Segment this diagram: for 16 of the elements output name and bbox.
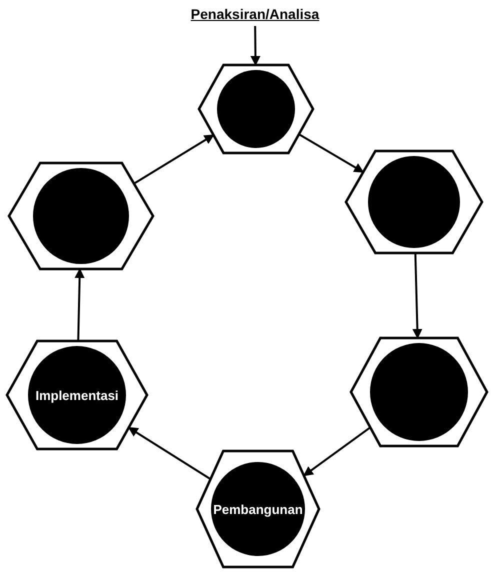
- arrow: [303, 426, 371, 476]
- arrow: [74, 268, 85, 342]
- hexagon-node: [345, 150, 483, 254]
- hexagon-node: [198, 64, 314, 154]
- arrow: [298, 133, 364, 173]
- hexagon-node: [196, 450, 320, 568]
- arrow: [250, 26, 260, 66]
- stage-label: Pembangunan: [213, 502, 303, 516]
- arrow: [133, 134, 214, 184]
- heading-text: Penaksiran/Analisa: [190, 6, 320, 22]
- hexagon-node: [6, 340, 148, 450]
- arrow: [412, 252, 422, 339]
- hexagon-node: [8, 162, 154, 270]
- hexagon-node: [350, 337, 488, 447]
- stage-label: Implementasi: [35, 388, 119, 402]
- arrow: [128, 426, 212, 480]
